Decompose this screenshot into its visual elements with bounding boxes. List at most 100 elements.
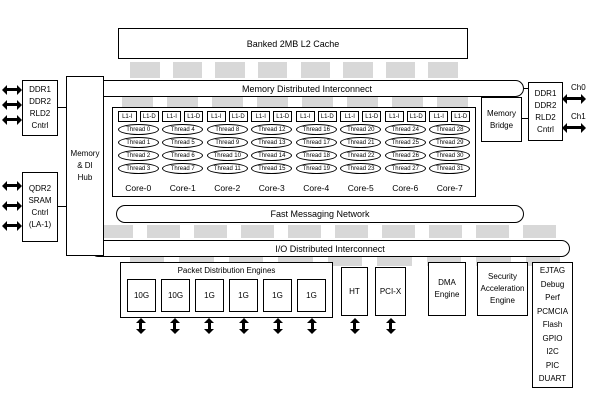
text-line: SRAM (28, 196, 52, 205)
text-line: RLD2 (29, 109, 51, 118)
thread-10: Thread 10 (206, 150, 248, 161)
port-arrow-cell (126, 318, 155, 334)
text-line: Memory (70, 149, 100, 158)
bidir-arrow-icon (238, 318, 249, 334)
core-name: Core-4 (303, 183, 330, 193)
bus-connector-tab (436, 97, 468, 107)
thread-16: Thread 16 (295, 124, 337, 135)
thread-0: Thread 0 (117, 124, 159, 135)
thread-15: Thread 15 (251, 163, 293, 174)
text-line: Bridge (489, 120, 514, 130)
port-arrow-cell (264, 318, 293, 334)
text-line: DDR1 (534, 88, 557, 98)
network-port-1g: 1G (263, 279, 292, 312)
bus-connector-tab (100, 225, 133, 238)
channel-0-label: Ch0 (571, 83, 586, 92)
l1-d-cache: L1-D (406, 111, 426, 122)
bidir-arrow-icon (385, 318, 396, 334)
bus-connector-tab (385, 62, 416, 78)
bus-connector-tab (179, 257, 214, 266)
bus-connector-tab (215, 62, 245, 78)
bus-connector-tab (476, 225, 509, 238)
text-line: Hub (77, 173, 93, 182)
io-distributed-interconnect-bus: I/O Distributed Interconnect (90, 240, 570, 257)
pci-x-block: PCI-X (375, 267, 406, 316)
l1-d-cache: L1-D (184, 111, 204, 122)
port-arrow-cell (229, 318, 258, 334)
thread-6: Thread 6 (162, 150, 204, 161)
thread-22: Thread 22 (340, 150, 382, 161)
bus-connector-tab (122, 97, 154, 107)
thread-7: Thread 7 (162, 163, 204, 174)
thread-13: Thread 13 (251, 137, 293, 148)
bus-connector-tab (194, 225, 227, 238)
text-line: Perf (545, 293, 560, 303)
bidir-arrow-icon (2, 200, 22, 211)
text-line: EJTAG (539, 266, 566, 276)
thread-12: Thread 12 (251, 124, 293, 135)
bus-connector-tab (147, 225, 180, 238)
l2-cache-block: Banked 2MB L2 Cache (118, 28, 468, 59)
bidir-arrow-icon (2, 84, 22, 95)
bidir-arrow-icon (562, 122, 586, 133)
text-line: PCMCIA (536, 306, 569, 316)
bidir-arrow-icon (204, 318, 215, 334)
thread-27: Thread 27 (384, 163, 426, 174)
thread-23: Thread 23 (340, 163, 382, 174)
text-line: Debug (540, 279, 565, 289)
l1-i-cache: L1-I (340, 111, 360, 122)
text-line: Cntrl (31, 121, 49, 130)
pde-arrows (120, 318, 333, 334)
bidir-arrow-icon (2, 114, 22, 125)
connector-line (58, 107, 66, 108)
text-line: Memory (487, 108, 516, 118)
bus-connector-tab (426, 257, 462, 266)
bus-connector-tab (288, 225, 321, 238)
channel-1-label: Ch1 (571, 112, 586, 121)
l1-d-cache: L1-D (362, 111, 382, 122)
thread-8: Thread 8 (206, 124, 248, 135)
network-port-1g: 1G (229, 279, 258, 312)
text-line: Acceleration (480, 284, 525, 293)
thread-25: Thread 25 (384, 137, 426, 148)
thread-1: Thread 1 (117, 137, 159, 148)
port-arrow-cell (195, 318, 224, 334)
bidir-arrow-icon (273, 318, 284, 334)
thread-5: Thread 5 (162, 137, 204, 148)
thread-11: Thread 11 (206, 163, 248, 174)
thread-19: Thread 19 (295, 163, 337, 174)
l1-d-cache: L1-D (273, 111, 293, 122)
network-port-10g: 10G (127, 279, 156, 312)
bidir-arrow-icon (2, 180, 22, 191)
text-line: RLD2 (535, 112, 556, 122)
bus-connector-tab (130, 257, 165, 266)
bus-connector-tab (382, 225, 415, 238)
network-port-1g: 1G (195, 279, 224, 312)
port-arrow-cell (298, 318, 327, 334)
text-line: DDR2 (534, 100, 557, 110)
text-line: Flash (542, 320, 563, 330)
thread-4: Thread 4 (162, 124, 204, 135)
text-line: Security (488, 272, 517, 281)
core-name: Core-2 (214, 183, 241, 193)
text-line: DMA (438, 278, 456, 287)
bus-connector-tab (346, 97, 379, 107)
thread-3: Thread 3 (117, 163, 159, 174)
